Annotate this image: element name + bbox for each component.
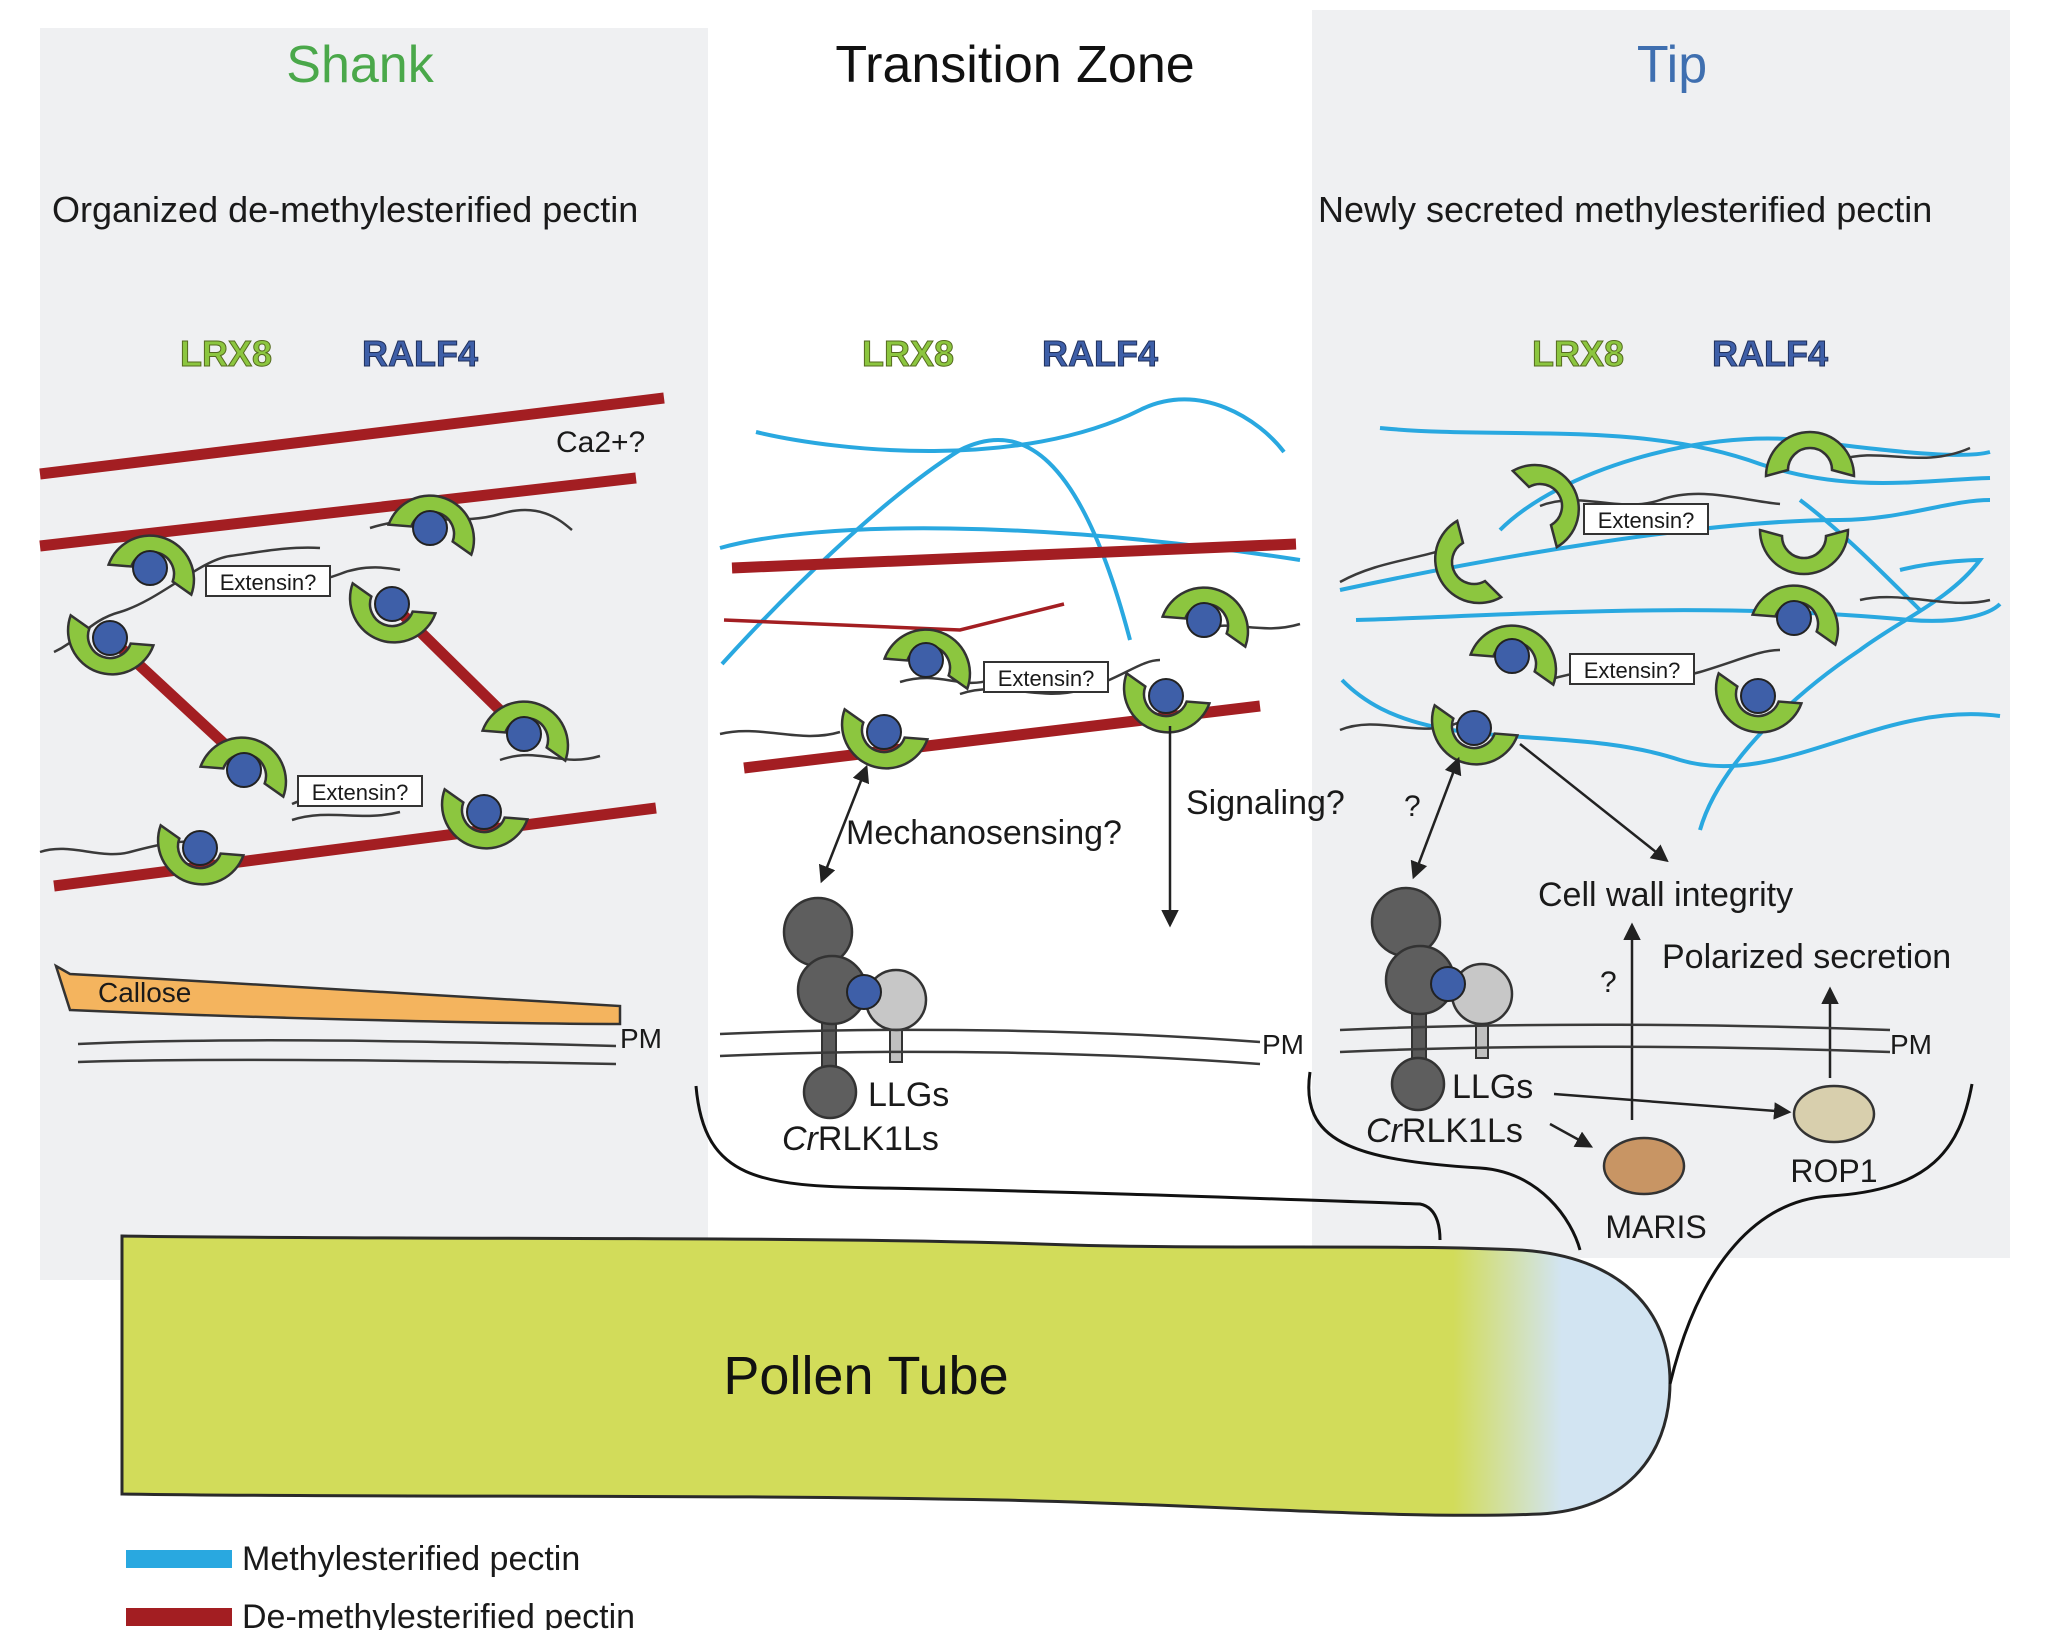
tip-extensin-label-1: Extensin? [1598,508,1695,533]
maris-label: MARIS [1605,1209,1706,1245]
shank-subtitle: Organized de-methylesterified pectin [52,189,638,230]
ralf4-peptide [1456,710,1492,746]
ralf4-peptide [412,510,448,546]
ralf4-peptide [226,752,262,788]
tz-plasma-membrane [719,1028,1261,1044]
tip-lrx8-dimer-2 [1702,571,1852,747]
tz-crrlk1l-receptor [782,896,928,1120]
tz-pm-label: PM [1262,1029,1304,1060]
ralf4-peptide [908,642,944,678]
tip-crrlk1l-receptor [1370,886,1514,1112]
tip-callout-line [1307,1071,1582,1251]
ralf4-peptide [374,586,410,622]
shank-lrx8-label: LRX8 [180,333,272,374]
ralf4-peptide [846,974,882,1010]
tip-crrlk1ls-label: CrRLK1Ls [1366,1112,1523,1150]
transition-title: Transition Zone [835,36,1194,94]
signaling-label: Signaling? [1186,784,1345,822]
rop1-label: ROP1 [1790,1153,1877,1189]
ralf4-peptide [132,550,168,586]
tip-llgs-label: LLGs [1452,1068,1533,1106]
mechanosensing-label: Mechanosensing? [846,814,1122,852]
shank-lrx8-dimer-3 [144,723,300,899]
maris-node [1602,1136,1686,1196]
tip-lrx8-dimer-1 [1418,611,1570,779]
shank-pm-label: PM [620,1023,662,1054]
tip-plasma-membrane [1339,1023,1891,1032]
shank-lrx8-dimer-4 [428,687,582,863]
tz-callout-line [694,1085,1442,1241]
legend: Methylesterified pectin De-methylesterif… [126,1540,635,1635]
ralf4-peptide [182,830,218,866]
legend-label-methylesterified: Methylesterified pectin [242,1540,580,1578]
callose-label: Callose [98,977,191,1008]
tz-lrx8-dimer-1 [828,615,984,783]
tip-pm-label: PM [1890,1029,1932,1060]
tz-lrx8-dimer-2 [1110,573,1262,747]
legend-label-demethylesterified: De-methylesterified pectin [242,1598,635,1630]
legend-swatch-demethylesterified [126,1608,232,1626]
shank-extensin-label-2: Extensin? [312,780,409,805]
tip-question-2: ? [1600,966,1617,999]
tip-lrx8-label: LRX8 [1532,333,1624,374]
ralf4-peptide [1740,678,1776,714]
polarized-secretion-label: Polarized secretion [1662,938,1951,976]
cell-wall-integrity-label: Cell wall integrity [1538,876,1793,914]
tz-extensin-label: Extensin? [998,666,1095,691]
rop1-node [1792,1084,1876,1144]
shank-panel [40,28,708,1280]
callose-layer [53,963,622,1026]
tip-title: Tip [1637,36,1707,94]
tip-extensin-label-2: Extensin? [1584,658,1681,683]
tz-lrx8-label: LRX8 [862,333,954,374]
pollen-tube-label: Pollen Tube [723,1346,1008,1406]
shank-extensin-label-1: Extensin? [220,570,317,595]
ralf4-peptide [866,714,902,750]
ralf4-peptide [1148,678,1184,714]
shank-cell-wall: Ca2+? Extensin? Extensin? Callose PM [39,392,665,1066]
ralf4-peptide [506,716,542,752]
tz-llgs-label: LLGs [868,1076,949,1114]
ralf4-peptide [1430,966,1466,1002]
shank-lrx8-dimer-1 [54,521,208,689]
shank-title: Shank [286,36,434,94]
tz-ralf4-label: RALF4 [1042,333,1158,374]
tip-question-1: ? [1404,790,1421,823]
ralf4-peptide [1494,638,1530,674]
ralf4-peptide [1186,602,1222,638]
tip-ralf4-label: RALF4 [1712,333,1828,374]
transition-cell-wall: Extensin? Mechanosensing? Signaling? PM … [719,397,1345,1158]
tz-crrlk1ls-label: CrRLK1Ls [782,1120,939,1158]
ca-label: Ca2+? [556,426,645,459]
ralf4-peptide [466,794,502,830]
shank-lrx8-dimer-2 [336,481,488,657]
tip-callout-line-right [1668,1083,1974,1385]
shank-plasma-membrane [77,1039,617,1048]
legend-swatch-methylesterified [126,1550,232,1568]
ralf4-peptide [92,620,128,656]
tip-cell-wall: Extensin? Extensin? ? Cell wall integrit… [1339,426,2002,1245]
tip-subtitle: Newly secreted methylesterified pectin [1318,189,1932,230]
ralf4-peptide [1776,600,1812,636]
shank-ralf4-label: RALF4 [362,333,478,374]
